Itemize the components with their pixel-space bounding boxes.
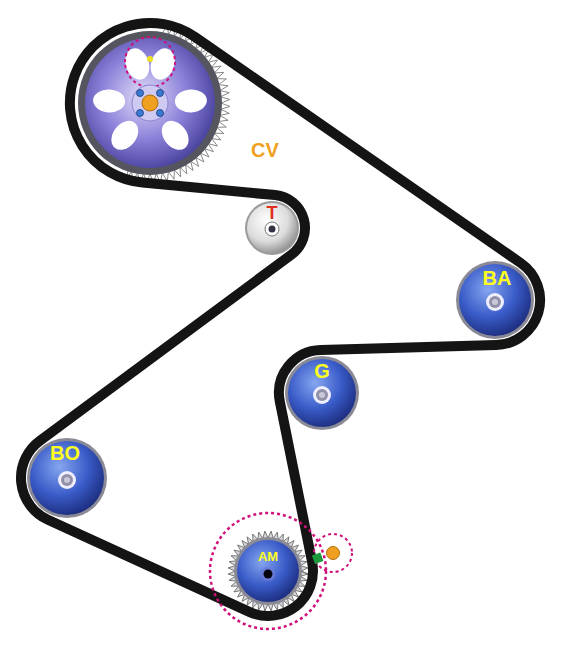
hub (261, 567, 275, 581)
pulley-rim (285, 356, 359, 430)
camshaft-pulley: CV (78, 31, 222, 175)
pulley-rim (234, 537, 302, 605)
hub (489, 296, 501, 308)
pulley-rim (456, 261, 534, 339)
crank-gear-teeth (228, 531, 308, 611)
pulley-label: BO (50, 443, 80, 463)
pulley-body (247, 203, 297, 253)
hub-bolt (137, 90, 144, 97)
sensor-dot (327, 547, 340, 560)
hub-bolt (157, 110, 164, 117)
oil-pump-pulley: BO (27, 438, 107, 518)
hub-bolt (137, 110, 144, 117)
hub (61, 474, 73, 486)
timing-mark (147, 56, 153, 62)
pulley-label: CV (251, 140, 279, 160)
tensioner-pulley: T (245, 201, 299, 255)
pulley-rim (27, 438, 107, 518)
pulley-label: T (267, 204, 278, 222)
pulley-hole (121, 45, 153, 83)
pulley-label: G (314, 361, 330, 381)
hub (265, 222, 279, 236)
pulley-hole (174, 89, 207, 114)
marker-circle (125, 37, 175, 87)
pulley-body (30, 441, 104, 515)
pulley-rim (245, 201, 299, 255)
marker-circle (210, 513, 326, 629)
pulley-body (288, 359, 356, 427)
hub (313, 386, 331, 404)
hub (264, 570, 273, 579)
hub (492, 299, 498, 305)
pulley-body (459, 264, 531, 336)
hub (64, 477, 70, 483)
hub (486, 293, 504, 311)
pulley-hole (147, 45, 179, 83)
hub (316, 389, 328, 401)
hub (142, 95, 158, 111)
pulley-body (237, 540, 299, 602)
water-pump-pulley: BA (456, 261, 534, 339)
hub (58, 471, 76, 489)
pulley-label: BA (483, 268, 512, 288)
hub (132, 85, 168, 121)
sensor-block (312, 553, 324, 565)
pulley-hole (156, 116, 194, 155)
pulley-rim (78, 31, 222, 175)
pulley-label: AM (258, 550, 278, 563)
hub-bolt (157, 90, 164, 97)
hub (319, 392, 325, 398)
pulley-hole (106, 116, 144, 155)
hub (269, 226, 276, 233)
pulley-shape (78, 31, 222, 175)
crankshaft-pulley: AM (234, 537, 302, 605)
pulley-hole (93, 89, 126, 114)
idler-pulley: G (285, 356, 359, 430)
timing-belt (21, 23, 540, 616)
pulley-body (85, 38, 215, 168)
pulley-shape (234, 537, 302, 605)
